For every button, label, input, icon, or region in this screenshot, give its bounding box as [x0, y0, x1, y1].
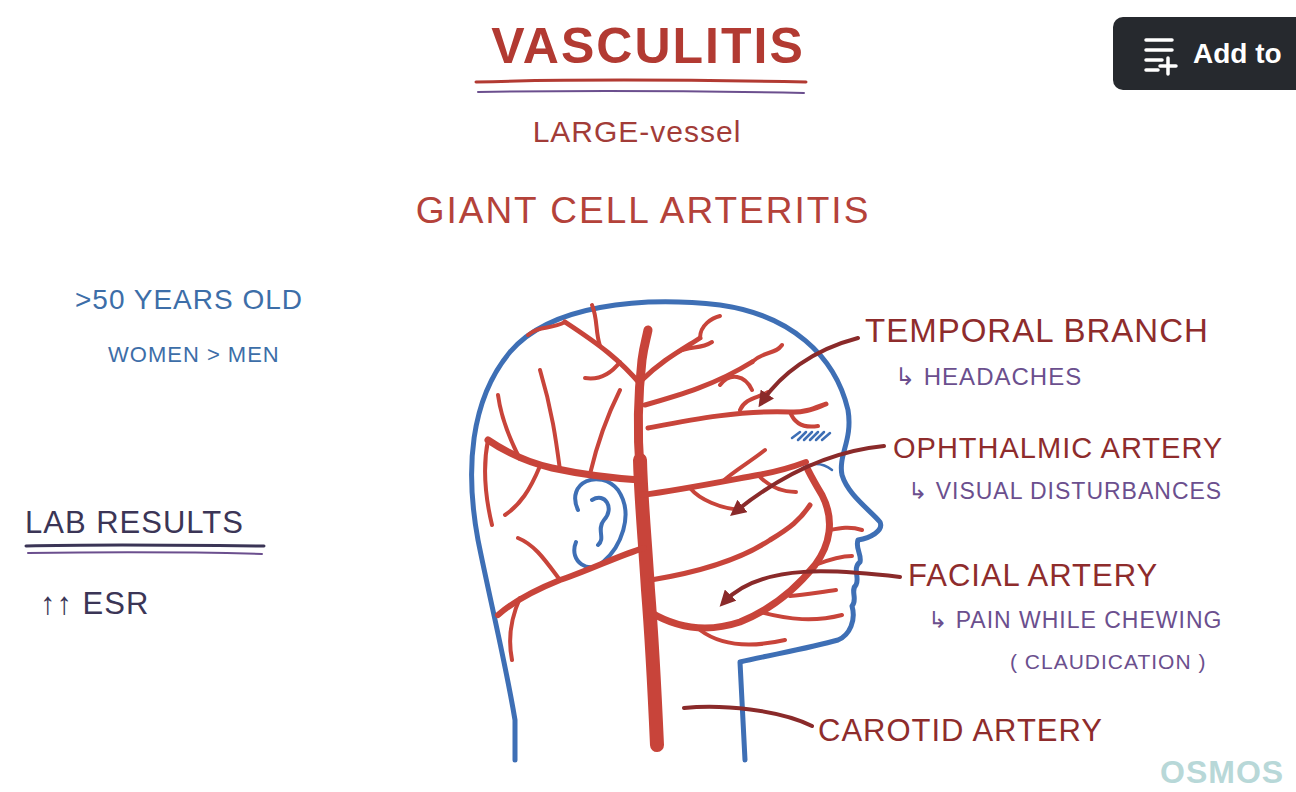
disease-name: GIANT CELL ARTERITIS [416, 192, 871, 229]
artery-label: CAROTID ARTERY [818, 715, 1103, 746]
risk-note: WOMEN > MEN [108, 344, 280, 366]
playlist-button: Add to [1113, 17, 1296, 90]
artery-label: OPHTHALMIC ARTERY [893, 434, 1223, 463]
title-underline [476, 80, 806, 82]
section-heading: LAB RESULTS [25, 507, 244, 538]
leader-arrow [724, 571, 900, 602]
leader-arrow [684, 338, 900, 726]
artery-tree [700, 528, 862, 645]
artery-tree [642, 338, 700, 380]
symptom-label: ↳ VISUAL DISTURBANCES [908, 480, 1222, 503]
artery-tree [498, 548, 644, 615]
artery-tree [720, 345, 782, 390]
title-underline [478, 91, 804, 93]
artery-tree [650, 470, 829, 628]
leader-arrow [762, 338, 858, 402]
artery-tree [651, 505, 810, 580]
artery-label: TEMPORAL BRANCH [865, 314, 1209, 347]
leader-arrow [684, 707, 812, 726]
lab-result: ↑↑ ESR [40, 588, 149, 619]
artery-tree [485, 370, 620, 525]
artery-tree [528, 305, 620, 378]
artery-tree [485, 305, 862, 745]
ear [574, 479, 625, 567]
symptom-label: ↳ HEADACHES [895, 365, 1082, 389]
title: VASCULITIS [491, 21, 805, 71]
eye [792, 432, 830, 440]
artery-tree [488, 440, 640, 480]
leader-arrow [735, 446, 884, 512]
symptom-label: ↳ PAIN WHILE CHEWING [928, 609, 1222, 632]
artery-tree [740, 392, 818, 427]
symptom-label: ( CLAUDICATION ) [1010, 651, 1206, 672]
lab-underline [26, 545, 264, 546]
button-label: Add to [1193, 40, 1282, 68]
artery-tree [638, 330, 648, 470]
ear [574, 479, 625, 567]
watermark: OSMOS [1160, 756, 1284, 788]
artery-tree [510, 538, 560, 660]
ear [592, 498, 609, 545]
lab-underline [28, 552, 262, 554]
artery-tree [645, 362, 752, 405]
artery-tree [640, 460, 657, 745]
head-outline [472, 302, 881, 760]
artery-tree [678, 316, 720, 352]
lab-underline [26, 545, 264, 554]
head-outline [472, 302, 881, 760]
artery-label: FACIAL ARTERY [908, 560, 1158, 591]
title-underline [476, 80, 806, 93]
risk-note: >50 YEARS OLD [75, 286, 303, 314]
subtitle: LARGE-vessel [533, 117, 742, 147]
